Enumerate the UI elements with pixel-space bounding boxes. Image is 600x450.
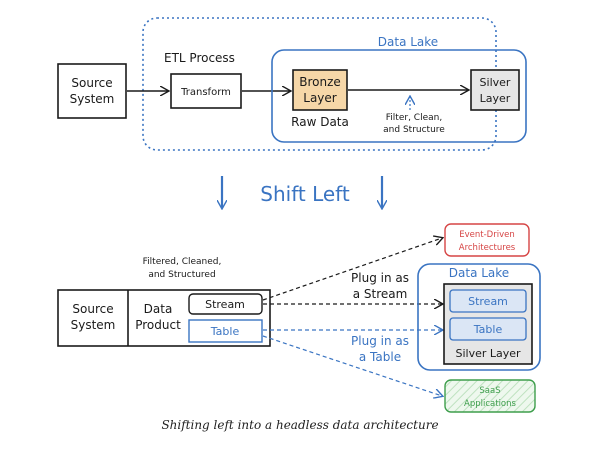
filter-line1: Filter, Clean, [386, 113, 442, 123]
arrow-to-saas [262, 335, 442, 396]
data-product-line2: Product [135, 318, 181, 332]
bottom-source-line1: Source [72, 302, 113, 316]
event-line1: Event-Driven [459, 230, 514, 240]
table-box [188, 319, 263, 343]
stream-label: Stream [205, 298, 245, 311]
bronze-line1: Bronze [299, 75, 341, 89]
etl-dotted-boundary [142, 17, 497, 151]
top-source-line2: System [70, 92, 115, 106]
event-line2: Architectures [459, 243, 516, 253]
filtered-line2: and Structured [148, 270, 215, 280]
top-data-lake-container [271, 49, 527, 143]
top-source-system-box [57, 63, 127, 119]
plug-stream-line2: a Stream [353, 287, 408, 301]
bottom-data-lake-label: Data Lake [449, 266, 509, 280]
lake-table-box [449, 317, 527, 341]
data-product-line1: Data [144, 302, 173, 316]
bronze-line2: Layer [303, 91, 337, 105]
plug-stream-line1: Plug in as [351, 271, 409, 285]
plug-table-line2: a Table [359, 350, 401, 364]
etl-process-label: ETL Process [164, 51, 235, 65]
top-silver-line1: Silver [480, 76, 511, 89]
top-source-line1: Source [71, 76, 112, 90]
filter-line2: and Structure [383, 125, 445, 135]
transform-label: Transform [180, 87, 231, 98]
top-silver-layer-box [470, 69, 520, 111]
stream-box [188, 293, 263, 315]
saas-box [444, 379, 536, 413]
shift-left-label: Shift Left [260, 182, 350, 206]
filtered-line1: Filtered, Cleaned, [143, 257, 222, 267]
lake-table-label: Table [473, 323, 503, 336]
arrow-to-event-driven [262, 238, 442, 301]
top-silver-line2: Layer [480, 92, 511, 105]
event-driven-box [444, 223, 530, 257]
bottom-data-lake-container [417, 263, 541, 371]
plug-table-line1: Plug in as [351, 334, 409, 348]
top-data-lake-label: Data Lake [378, 35, 438, 49]
lake-stream-label: Stream [468, 295, 508, 308]
saas-line1: SaaS [479, 386, 500, 396]
transform-box [170, 73, 242, 109]
bronze-layer-box [292, 69, 348, 111]
lake-stream-box [449, 289, 527, 313]
figure-caption: Shifting left into a headless data archi… [161, 418, 439, 432]
saas-line2: Applications [464, 399, 516, 409]
table-label: Table [210, 325, 240, 338]
bottom-source-line2: System [71, 318, 116, 332]
silver-layer-label: Silver Layer [455, 347, 521, 360]
raw-data-label: Raw Data [291, 115, 349, 129]
